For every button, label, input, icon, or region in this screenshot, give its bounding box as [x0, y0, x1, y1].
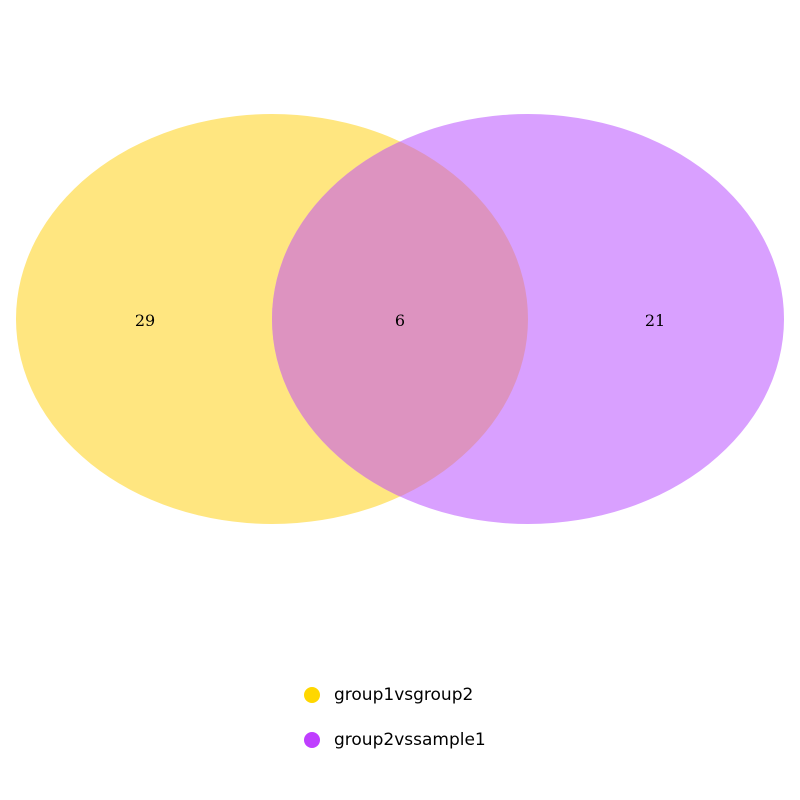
intersection-region: [272, 114, 528, 524]
count-intersection: 6: [395, 311, 405, 330]
legend-label: group2vssample1: [334, 730, 486, 750]
legend-item: group1vsgroup2: [304, 684, 486, 706]
count-right-only: 21: [645, 311, 665, 330]
legend: group1vsgroup2 group2vssample1: [304, 684, 486, 774]
count-left-only: 29: [135, 311, 155, 330]
legend-label: group1vsgroup2: [334, 685, 474, 705]
legend-item: group2vssample1: [304, 729, 486, 751]
legend-dot-icon: [304, 687, 320, 703]
legend-dot-icon: [304, 732, 320, 748]
